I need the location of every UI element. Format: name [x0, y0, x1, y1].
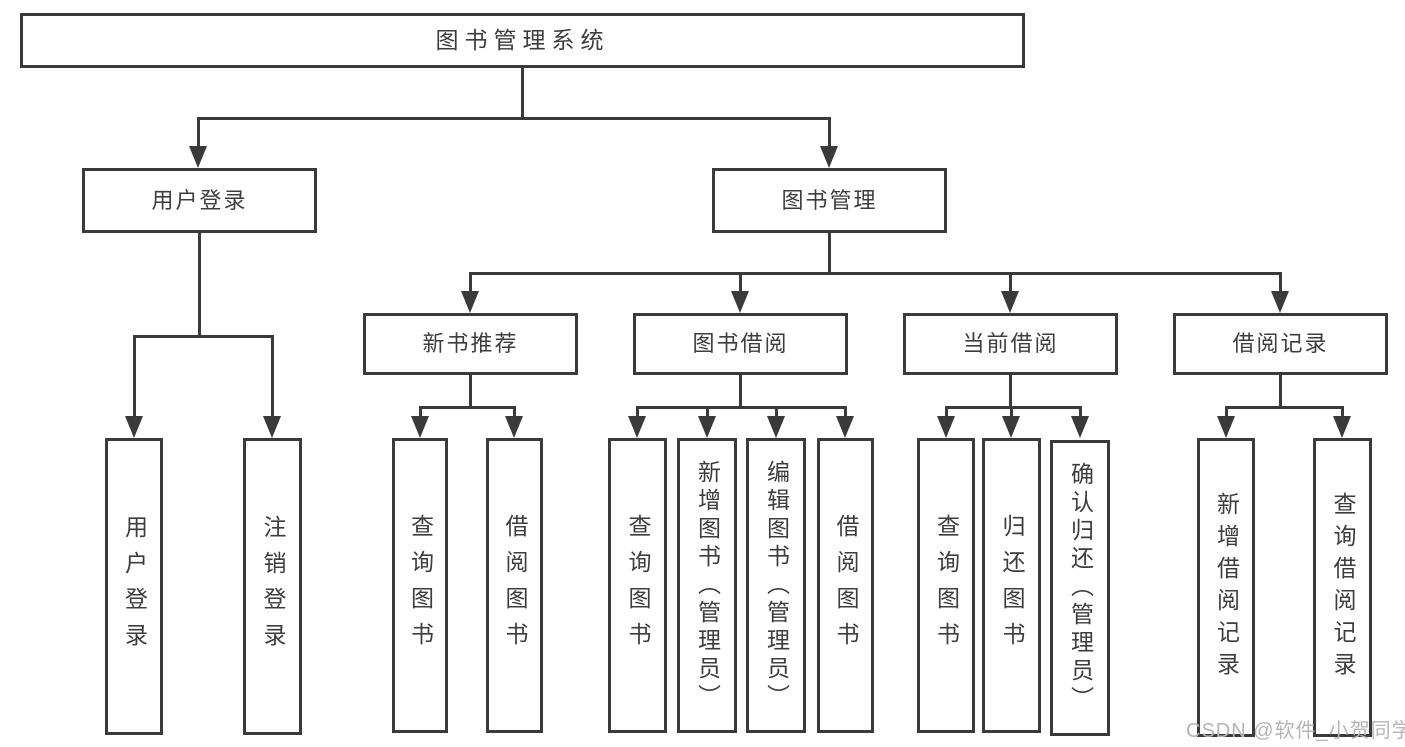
connector-line [1225, 406, 1344, 409]
leaf-borrow-borrow: 借阅图书 [817, 438, 874, 733]
arrow-down-icon [820, 146, 838, 168]
leaf-borrow-edit-admin: 编辑图书（管理员） [746, 438, 806, 733]
node-current-borrow: 当前借阅 [903, 313, 1118, 375]
connector-line [1009, 375, 1012, 406]
arrow-down-icon [189, 146, 207, 168]
arrow-down-icon [731, 291, 749, 313]
node-user-login: 用户登录 [82, 168, 317, 233]
leaf-newbooks-search: 查询图书 [392, 438, 448, 733]
leaf-borrow-add-admin: 新增图书（管理员） [677, 438, 737, 733]
csdn-watermark: CSDN @软件_小贺同学 [1186, 720, 1405, 742]
leaf-records-search: 查询借阅记录 [1313, 438, 1372, 737]
leaf-records-add: 新增借阅记录 [1197, 438, 1255, 737]
connector-line [706, 406, 709, 418]
connector-line [739, 272, 742, 293]
arrow-down-icon [461, 291, 479, 313]
connector-line [844, 406, 847, 418]
node-borrow-records: 借阅记录 [1173, 313, 1388, 375]
arrow-down-icon [1001, 291, 1019, 313]
node-book-mgmt: 图书管理 [712, 168, 947, 233]
connector-line [636, 406, 639, 418]
leaf-logout-login: 注销登录 [243, 438, 302, 735]
connector-line [1225, 406, 1228, 418]
arrow-down-icon [505, 416, 523, 438]
connector-line [197, 117, 830, 120]
arrow-down-icon [263, 416, 281, 438]
arrow-down-icon [937, 416, 955, 438]
leaf-current-search: 查询图书 [917, 438, 975, 733]
connector-line [1279, 375, 1282, 406]
arrow-down-icon [1333, 416, 1351, 438]
leaf-current-confirm-admin: 确认归还（管理员） [1050, 440, 1110, 736]
connector-line [133, 335, 274, 338]
node-book-borrow: 图书借阅 [633, 313, 848, 375]
connector-line [1009, 272, 1012, 293]
connector-line [469, 272, 1282, 275]
node-new-book-recommend: 新书推荐 [363, 313, 578, 375]
arrow-down-icon [125, 416, 143, 438]
arrow-down-icon [836, 416, 854, 438]
connector-line [1010, 406, 1013, 418]
arrow-down-icon [767, 416, 785, 438]
arrow-down-icon [698, 416, 716, 438]
connector-line [1341, 406, 1344, 418]
arrow-down-icon [628, 416, 646, 438]
connector-line [945, 406, 948, 418]
connector-line [419, 406, 516, 409]
arrow-down-icon [1217, 416, 1235, 438]
connector-line [521, 68, 524, 117]
arrow-down-icon [411, 416, 429, 438]
leaf-current-return: 归还图书 [982, 438, 1041, 733]
connector-line [945, 406, 1082, 409]
arrow-down-icon [1002, 416, 1020, 438]
connector-line [513, 406, 516, 418]
arrow-down-icon [1271, 291, 1289, 313]
connector-line [828, 233, 831, 272]
leaf-user-login: 用户登录 [105, 438, 163, 735]
leaf-borrow-search: 查询图书 [608, 438, 667, 733]
connector-line [739, 375, 742, 406]
connector-line [636, 406, 847, 409]
connector-line [775, 406, 778, 418]
connector-line [469, 272, 472, 293]
connector-line [828, 117, 831, 148]
connector-line [469, 375, 472, 406]
connector-line [133, 335, 136, 418]
connector-line [1079, 406, 1082, 418]
connector-line [197, 117, 200, 148]
connector-line [419, 406, 422, 418]
node-root: 图书管理系统 [20, 13, 1025, 68]
connector-line [271, 335, 274, 418]
leaf-newbooks-borrow: 借阅图书 [486, 438, 543, 733]
connector-line [1279, 272, 1282, 293]
connector-line [198, 233, 201, 335]
arrow-down-icon [1071, 416, 1089, 438]
